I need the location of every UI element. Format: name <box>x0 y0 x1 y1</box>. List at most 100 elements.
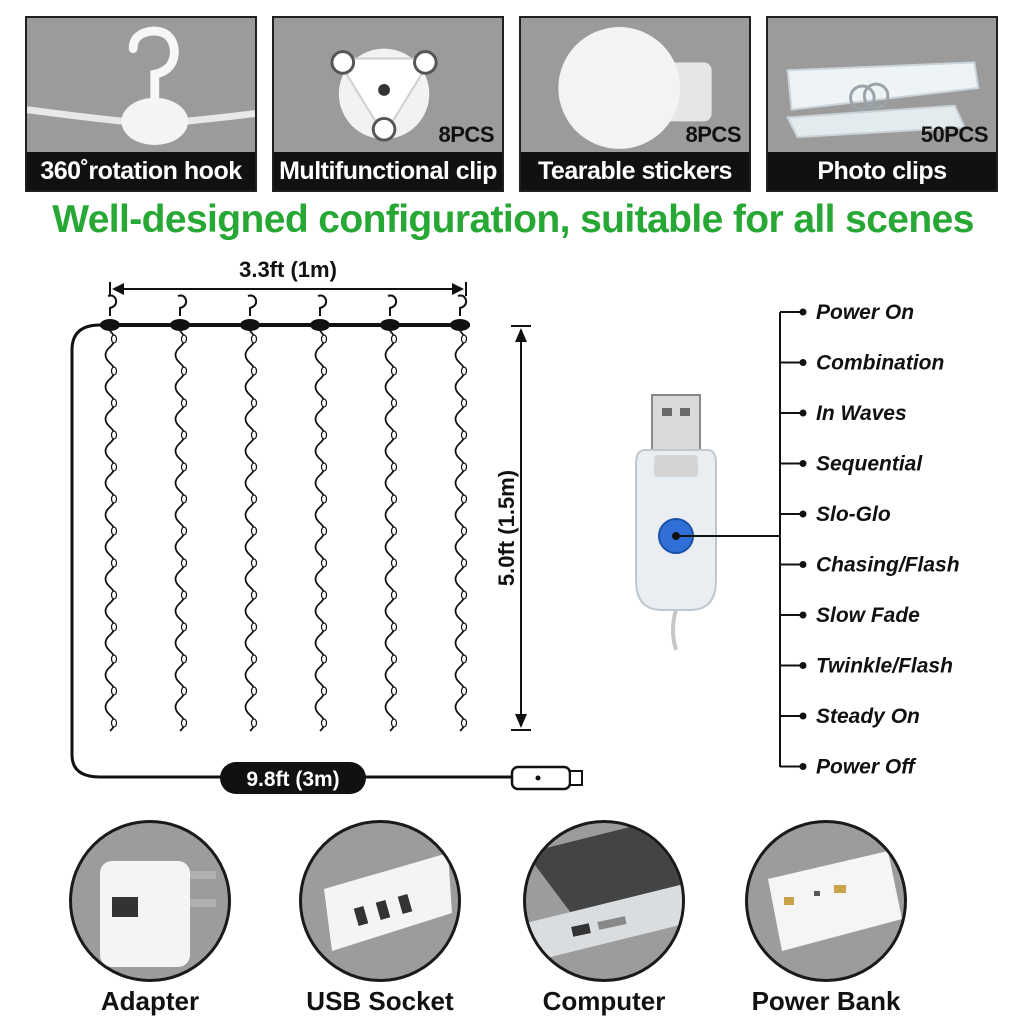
mode-label: Power Off <box>816 756 917 779</box>
mode-item: Slo-Glo <box>780 503 891 526</box>
led-bulb <box>460 430 468 440</box>
accessory-caption: Tearable stickers <box>521 152 749 190</box>
led-bulb <box>320 622 328 632</box>
tearable-sticker-icon <box>558 27 712 149</box>
led-bulb <box>110 398 118 408</box>
led-bulb <box>110 622 118 632</box>
led-bulb <box>320 494 328 504</box>
led-bulb <box>320 654 328 664</box>
led-bulb <box>250 494 258 504</box>
led-bulb <box>460 462 468 472</box>
led-bulb <box>250 590 258 600</box>
led-bulb <box>460 366 468 376</box>
mode-item: Steady On <box>780 705 920 728</box>
accessory-count: 8PCS <box>685 122 742 147</box>
hook-icon <box>310 294 330 331</box>
curtain-light-diagram: 3.3ft (1m) 5.0ft (1.5m) 9.8ft (3m) <box>70 257 960 794</box>
mode-item: Sequential <box>780 453 923 476</box>
mode-item: Slow Fade <box>780 604 920 627</box>
hook-icon <box>450 294 470 331</box>
led-bulb <box>110 558 118 568</box>
led-bulb <box>110 366 118 376</box>
led-bulb <box>390 622 398 632</box>
mode-item: In Waves <box>780 402 907 425</box>
led-bulb <box>390 558 398 568</box>
accessory-caption: 360˚rotation hook <box>27 152 255 190</box>
led-bulb <box>390 526 398 536</box>
width-dimension: 3.3ft (1m) <box>109 257 467 296</box>
mode-label: Chasing/Flash <box>816 554 960 577</box>
led-bulb <box>180 334 188 344</box>
led-bulb <box>250 430 258 440</box>
mode-list: Power On Combination In WavesSequentialSlo… <box>780 301 960 779</box>
width-label: 3.3ft (1m) <box>239 257 337 282</box>
led-bulb <box>250 558 258 568</box>
mode-label: Sequential <box>816 453 923 476</box>
led-bulb <box>390 654 398 664</box>
power-source-label: Adapter <box>100 986 200 1016</box>
rotation-hook-icon <box>27 26 255 145</box>
led-bulb <box>320 334 328 344</box>
adapter-icon <box>100 861 216 967</box>
power-bank-icon <box>768 851 902 951</box>
mode-item: Chasing/Flash <box>780 554 960 577</box>
mode-item: Power Off <box>780 756 917 779</box>
accessory-multifunctional-clip: 8PCS Multifunctional clip <box>272 16 504 192</box>
led-bulb <box>110 686 118 696</box>
accessory-caption: Photo clips <box>768 152 996 190</box>
power-source-label: Computer <box>542 986 666 1016</box>
mode-label: Slo-Glo <box>816 503 891 526</box>
accessory-count: 8PCS <box>438 122 495 147</box>
hook-icon <box>170 294 190 331</box>
accessory-photo-clips: 50PCS Photo clips <box>766 16 998 192</box>
led-bulb <box>250 718 258 728</box>
led-bulb <box>180 622 188 632</box>
accessory-rotation-hook: 360˚rotation hook <box>25 16 257 192</box>
led-bulb <box>460 590 468 600</box>
led-bulb <box>320 398 328 408</box>
led-bulb <box>460 494 468 504</box>
led-bulb <box>460 526 468 536</box>
led-bulb <box>180 558 188 568</box>
cable-length-badge: 9.8ft (3m) <box>220 762 366 794</box>
led-bulb <box>460 686 468 696</box>
led-bulb <box>320 590 328 600</box>
mode-item: Power On <box>780 301 914 324</box>
mode-label: Steady On <box>816 705 920 728</box>
led-bulb <box>110 654 118 664</box>
led-bulb <box>250 526 258 536</box>
led-bulb <box>250 654 258 664</box>
led-bulb <box>180 398 188 408</box>
accessory-caption: Multifunctional clip <box>274 152 502 190</box>
led-bulb <box>110 590 118 600</box>
led-bulb <box>320 366 328 376</box>
led-bulb <box>180 590 188 600</box>
multifunctional-clip-icon <box>330 48 438 142</box>
accessory-tearable-stickers: 8PCS Tearable stickers <box>519 16 751 192</box>
led-bulb <box>460 654 468 664</box>
power-source-computer: Computer <box>514 820 694 1020</box>
hook-icon <box>100 294 120 331</box>
height-dimension: 5.0ft (1.5m) <box>494 325 531 731</box>
led-bulb <box>390 718 398 728</box>
led-bulb <box>180 526 188 536</box>
mode-label: Twinkle/Flash <box>816 655 953 678</box>
usb-plug-icon <box>510 765 583 791</box>
led-bulb <box>110 718 118 728</box>
led-bulb <box>250 462 258 472</box>
mode-label: Slow Fade <box>816 604 920 627</box>
led-bulb <box>390 686 398 696</box>
led-bulb <box>390 462 398 472</box>
led-bulb <box>110 430 118 440</box>
laptop-icon <box>526 823 682 963</box>
led-bulb <box>250 366 258 376</box>
led-bulb <box>390 590 398 600</box>
usb-socket-icon <box>324 853 452 951</box>
light-strands <box>100 294 470 732</box>
led-bulb <box>180 494 188 504</box>
led-bulb <box>250 686 258 696</box>
led-bulb <box>460 718 468 728</box>
led-bulb <box>390 398 398 408</box>
usb-controller-icon <box>635 394 780 651</box>
mode-item: Combination <box>780 352 944 375</box>
